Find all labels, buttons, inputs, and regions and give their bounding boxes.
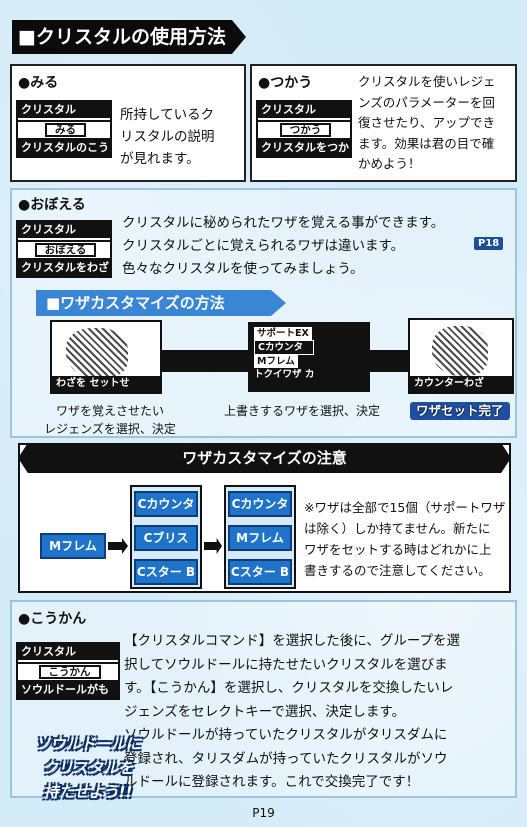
- page-reference-badge: P18: [474, 237, 504, 250]
- step3-caption: ワザセット完了: [410, 402, 510, 420]
- tsukau-screen-menu: つかう: [258, 120, 350, 140]
- monster-sprite-3: [432, 326, 488, 376]
- miru-section: ●みる クリスタル みる クリスタルのこう 所持しているクリスタルの説明が見れま…: [10, 64, 246, 182]
- page-number: P19: [252, 806, 275, 820]
- step1-caption: ワザを覚えさせたいレジェンズを選択、決定: [44, 404, 176, 436]
- miru-label: ●みる: [18, 75, 59, 91]
- step2-caption: 上書きするワザを選択、決定: [223, 404, 380, 418]
- flow-screen-1: わざを セットせ: [50, 320, 162, 394]
- before-list: Cカウンタ Cブリス Cスター B: [130, 485, 202, 589]
- oboeru-screen-bottom: クリスタルをわざ: [18, 260, 110, 276]
- oboeru-section: ●おぼえる クリスタル おぼえる クリスタルをわざ クリスタルに秘められたワザを…: [10, 188, 517, 438]
- koukan-screen-top: クリスタル: [18, 644, 118, 660]
- waza-row-ka: カ: [304, 369, 315, 380]
- after-list: Cカウンタ Mフレム Cスター B: [224, 485, 296, 589]
- tsukau-screen-bottom: クリスタルをつか: [258, 140, 350, 156]
- flow-screen-3: カウンターわざ: [408, 318, 514, 394]
- oboeru-screen-menu: おぼえる: [18, 240, 110, 260]
- tsukau-screen-top: クリスタル: [258, 102, 350, 118]
- waza-row-flem: Mフレム: [254, 355, 298, 368]
- oboeru-label: ●おぼえる: [18, 197, 86, 213]
- notice-box: ワザカスタマイズの注意 Mフレム Cカウンタ Cブリス Cスター B Cカウンタ…: [18, 443, 511, 593]
- miru-screen-top: クリスタル: [18, 102, 110, 118]
- flow-screen-2: サポートEX Cカウンタ Mフレム トクイワザ カ: [248, 322, 370, 392]
- tsukau-section: ●つかう クリスタル つかう クリスタルをつか クリスタルを使いレジェンズのパラ…: [250, 64, 517, 182]
- oboeru-screen: クリスタル おぼえる クリスタルをわざ: [16, 220, 112, 278]
- oboeru-description: クリスタルに秘められたワザを覚える事ができます。 クリスタルごとに覚えられるワザ…: [122, 215, 445, 277]
- before-item-2: Cブリス: [134, 525, 198, 551]
- notice-title: ワザカスタマイズの注意: [18, 443, 511, 473]
- koukan-screen-bottom: ソウルドールがも: [18, 682, 118, 698]
- tsukau-screen: クリスタル つかう クリスタルをつか: [256, 100, 352, 158]
- manual-page: ■クリスタルの使用方法 ●みる クリスタル みる クリスタルのこう 所持している…: [6, 6, 521, 821]
- waza-row-tokui: トクイワザ: [254, 369, 302, 380]
- miru-screen-bottom: クリスタルのこう: [18, 140, 110, 156]
- notice-arrow-2: [204, 538, 222, 554]
- miru-screen: クリスタル みる クリスタルのこう: [16, 100, 112, 158]
- before-item-1: Cカウンタ: [134, 491, 198, 517]
- oboeru-screen-top: クリスタル: [18, 222, 110, 238]
- page-title: ■クリスタルの使用方法: [12, 20, 246, 54]
- waza-row-counter: Cカウンタ: [254, 340, 315, 355]
- after-item-1: Cカウンタ: [228, 491, 292, 517]
- miru-description: 所持しているクリスタルの説明が見れます。: [120, 107, 215, 167]
- input-waza-tag: Mフレム: [40, 533, 106, 559]
- koukan-screen: クリスタル こうかん ソウルドールがも: [16, 642, 120, 700]
- koukan-section: ●こうかん クリスタル こうかん ソウルドールがも 【クリスタルコマンド】を選択…: [10, 600, 517, 798]
- notice-arrow-1: [108, 538, 128, 554]
- after-item-2: Mフレム: [228, 525, 292, 551]
- miru-screen-menu: みる: [18, 120, 110, 140]
- tsukau-description: クリスタルを使いレジェンズのパラメーターを回復させたり、アップできます。効果は君…: [358, 74, 496, 171]
- notice-text: ※ワザは全部で15個（サポートワザは除く）しか持てません。新たにワザをセットする…: [304, 500, 506, 578]
- flow-screen-1-caption: わざを セットせ: [52, 376, 160, 392]
- waza-row-support: サポートEX: [254, 327, 312, 340]
- waza-custom-title: ■ワザカスタマイズの方法: [36, 290, 286, 316]
- sticker-callout: ソウルドールにクリスタルを持たせよう!!: [35, 735, 141, 801]
- monster-sprite-1: [66, 328, 128, 378]
- after-item-3: Cスター B: [228, 559, 292, 585]
- koukan-label: ●こうかん: [18, 611, 87, 627]
- tsukau-label: ●つかう: [258, 75, 313, 91]
- flow-screen-3-caption: カウンターわざ: [410, 376, 512, 392]
- koukan-screen-menu: こうかん: [18, 662, 118, 682]
- koukan-description: 【クリスタルコマンド】を選択した後に、グループを選択してソウルドールに持たせたい…: [124, 633, 461, 790]
- before-item-3: Cスター B: [134, 559, 198, 585]
